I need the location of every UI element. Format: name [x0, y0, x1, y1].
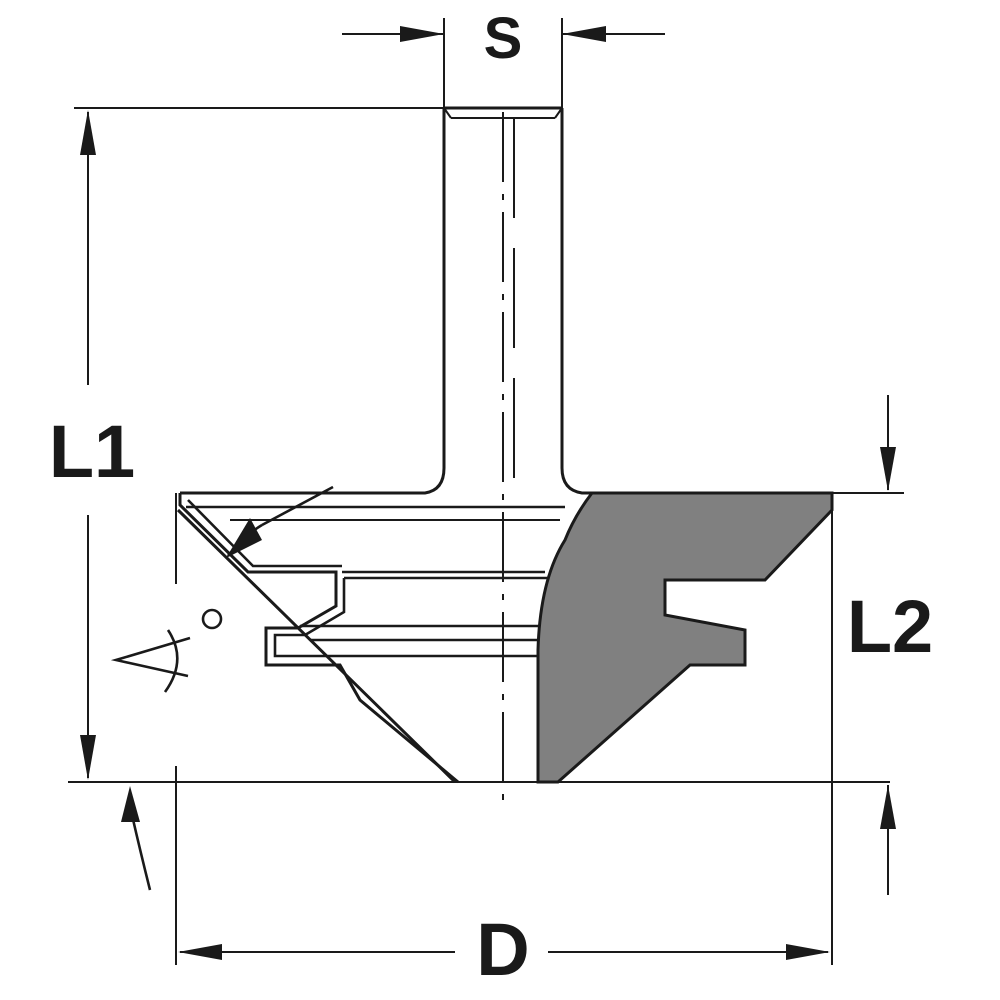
rotation-arrow-head — [121, 786, 140, 822]
l1-label: L1 — [49, 410, 135, 493]
l1-arrow-top — [80, 110, 96, 155]
chamfer-diagonal — [176, 508, 457, 784]
d-label: D — [476, 908, 529, 991]
shank-outline — [180, 108, 832, 495]
groove-inner — [273, 578, 346, 658]
cutter-body-profile — [176, 493, 565, 784]
dimension-d: D — [175, 493, 833, 991]
d-arrow-right — [786, 944, 830, 960]
cutter-blade — [536, 491, 834, 784]
angle-arrow-shaft — [261, 485, 334, 527]
s-label: S — [484, 6, 523, 71]
cutter-left-inner-profile — [187, 499, 342, 568]
cutter-left-profile — [178, 493, 459, 784]
angle-symbol-lines — [110, 636, 191, 678]
angle-arrow-head — [226, 518, 262, 558]
rotation-arrow-shaft — [130, 814, 152, 891]
angle-symbol-arc — [163, 629, 179, 693]
l2-arrow-bottom-head — [880, 785, 896, 829]
d-arrow-left — [178, 944, 222, 960]
shank — [180, 106, 832, 495]
dimension-l1: L1 — [49, 107, 890, 783]
angle-arrow — [226, 485, 334, 558]
rotation-arrow — [121, 786, 152, 891]
angle-symbol — [110, 608, 223, 693]
l2-arrow-top-head — [880, 447, 896, 491]
dimension-l2: L2 — [832, 395, 933, 895]
s-arrow-left-head — [400, 26, 444, 42]
s-arrow-right-head — [562, 26, 606, 42]
dimension-s: S — [342, 6, 665, 108]
degree-circle — [201, 608, 223, 630]
l1-arrow-bottom — [80, 735, 96, 780]
l2-label: L2 — [847, 585, 933, 668]
